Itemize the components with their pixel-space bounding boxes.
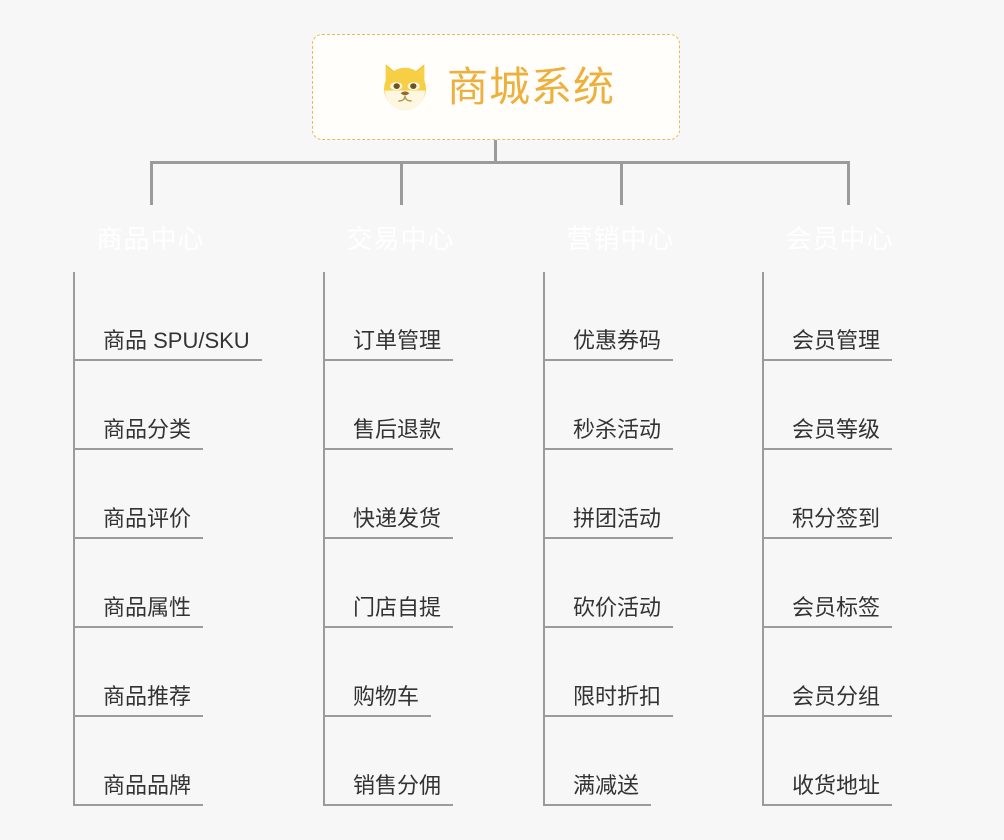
leaf-item[interactable]: 门店自提 xyxy=(325,539,493,628)
leaf-item[interactable]: 拼团活动 xyxy=(545,450,713,539)
leaf-item[interactable]: 积分签到 xyxy=(764,450,932,539)
leaf-item-label: 商品评价 xyxy=(103,506,192,531)
leaf-item[interactable]: 会员标签 xyxy=(764,539,932,628)
leaf-item-underline xyxy=(75,626,203,628)
leaf-item-underline xyxy=(545,804,651,806)
horizontal-branch-connector xyxy=(150,161,850,164)
category-column-product: 商品中心 商品 SPU/SKU 商品分类商品评价商品属性商品推荐商品品牌 xyxy=(58,205,262,806)
leaf-list: 商品 SPU/SKU 商品分类商品评价商品属性商品推荐商品品牌 xyxy=(73,272,262,806)
leaf-item-underline xyxy=(325,626,453,628)
leaf-item-label: 订单管理 xyxy=(353,328,442,353)
leaf-item-label: 满减送 xyxy=(573,773,640,798)
leaf-item-label: 收货地址 xyxy=(792,773,881,798)
leaf-item-underline xyxy=(764,359,892,361)
leaf-item-label: 商品分类 xyxy=(103,417,192,442)
leaf-item[interactable]: 商品推荐 xyxy=(75,628,243,717)
category-header-marketing[interactable]: 营销中心 xyxy=(528,205,713,272)
leaf-item-underline xyxy=(764,626,892,628)
category-header-product[interactable]: 商品中心 xyxy=(58,205,243,272)
leaf-item-label: 会员分组 xyxy=(792,684,881,709)
leaf-item-label: 限时折扣 xyxy=(573,684,662,709)
leaf-item-underline xyxy=(764,715,892,717)
leaf-item-underline xyxy=(545,715,673,717)
leaf-item-label: 积分签到 xyxy=(792,506,881,531)
leaf-item-underline xyxy=(75,448,203,450)
leaf-item-label: 秒杀活动 xyxy=(573,417,662,442)
leaf-item[interactable]: 会员管理 xyxy=(764,272,932,361)
leaf-item-underline xyxy=(325,359,453,361)
category-title: 会员中心 xyxy=(785,223,894,254)
category-header-member[interactable]: 会员中心 xyxy=(747,205,932,272)
leaf-item[interactable]: 购物车 xyxy=(325,628,493,717)
leaf-item-label: 门店自提 xyxy=(353,595,442,620)
leaf-item-underline xyxy=(325,537,453,539)
leaf-item-label: 会员等级 xyxy=(792,417,881,442)
drop-connector-3 xyxy=(620,161,623,205)
leaf-item-underline xyxy=(75,715,203,717)
leaf-item-label: 商品推荐 xyxy=(103,684,192,709)
category-header-trade[interactable]: 交易中心 xyxy=(308,205,493,272)
category-column-trade: 交易中心 订单管理售后退款快递发货门店自提购物车销售分佣 xyxy=(308,205,493,806)
leaf-item-label: 拼团活动 xyxy=(573,506,662,531)
category-title: 营销中心 xyxy=(566,223,675,254)
leaf-item-underline xyxy=(75,537,203,539)
leaf-item-label: 商品属性 xyxy=(103,595,192,620)
leaf-item-underline xyxy=(764,537,892,539)
category-column-member: 会员中心 会员管理会员等级积分签到会员标签会员分组收货地址 xyxy=(747,205,932,806)
leaf-item[interactable]: 商品品牌 xyxy=(75,717,243,806)
leaf-item[interactable]: 快递发货 xyxy=(325,450,493,539)
leaf-item-label: 砍价活动 xyxy=(573,595,662,620)
leaf-item[interactable]: 满减送 xyxy=(545,717,713,806)
leaf-item-label: 销售分佣 xyxy=(353,773,442,798)
leaf-item[interactable]: 订单管理 xyxy=(325,272,493,361)
leaf-item[interactable]: 砍价活动 xyxy=(545,539,713,628)
leaf-item[interactable]: 商品分类 xyxy=(75,361,243,450)
leaf-item[interactable]: 收货地址 xyxy=(764,717,932,806)
leaf-item-label: 商品品牌 xyxy=(103,773,192,798)
leaf-item-label: 商品 SPU/SKU xyxy=(103,328,250,353)
category-title: 商品中心 xyxy=(96,223,205,254)
leaf-item-label: 会员管理 xyxy=(792,328,881,353)
leaf-item-label: 快递发货 xyxy=(353,506,442,531)
leaf-item-underline xyxy=(325,804,453,806)
leaf-item-underline xyxy=(325,448,453,450)
leaf-item[interactable]: 商品属性 xyxy=(75,539,243,628)
leaf-item[interactable]: 商品评价 xyxy=(75,450,243,539)
leaf-item[interactable]: 秒杀活动 xyxy=(545,361,713,450)
leaf-item-label: 售后退款 xyxy=(353,417,442,442)
leaf-item[interactable]: 售后退款 xyxy=(325,361,493,450)
leaf-item-label: 购物车 xyxy=(353,684,420,709)
shiba-dog-face-icon xyxy=(384,64,426,111)
leaf-item[interactable]: 会员等级 xyxy=(764,361,932,450)
leaf-item-underline xyxy=(545,359,673,361)
root-title: 商城系统 xyxy=(447,63,615,110)
leaf-item-underline xyxy=(325,715,431,717)
category-column-marketing: 营销中心 优惠券码秒杀活动拼团活动砍价活动限时折扣满减送 xyxy=(528,205,713,806)
drop-connector-1 xyxy=(150,161,153,205)
drop-connector-4 xyxy=(847,161,850,205)
drop-connector-2 xyxy=(400,161,403,205)
leaf-item-underline xyxy=(75,359,262,361)
leaf-item[interactable]: 优惠券码 xyxy=(545,272,713,361)
category-title: 交易中心 xyxy=(346,223,455,254)
root-node[interactable]: 商城系统 xyxy=(312,34,680,140)
root-stem-connector xyxy=(494,140,497,163)
leaf-list: 会员管理会员等级积分签到会员标签会员分组收货地址 xyxy=(762,272,932,806)
leaf-item-underline xyxy=(764,804,892,806)
leaf-list: 优惠券码秒杀活动拼团活动砍价活动限时折扣满减送 xyxy=(543,272,713,806)
leaf-item-label: 会员标签 xyxy=(792,595,881,620)
leaf-item-underline xyxy=(545,626,673,628)
leaf-item-underline xyxy=(764,448,892,450)
leaf-item-underline xyxy=(545,537,673,539)
leaf-item[interactable]: 商品 SPU/SKU xyxy=(75,272,262,361)
leaf-item[interactable]: 会员分组 xyxy=(764,628,932,717)
leaf-item-underline xyxy=(545,448,673,450)
leaf-item[interactable]: 销售分佣 xyxy=(325,717,493,806)
leaf-item[interactable]: 限时折扣 xyxy=(545,628,713,717)
leaf-item-label: 优惠券码 xyxy=(573,328,662,353)
leaf-list: 订单管理售后退款快递发货门店自提购物车销售分佣 xyxy=(323,272,493,806)
leaf-item-underline xyxy=(75,804,203,806)
